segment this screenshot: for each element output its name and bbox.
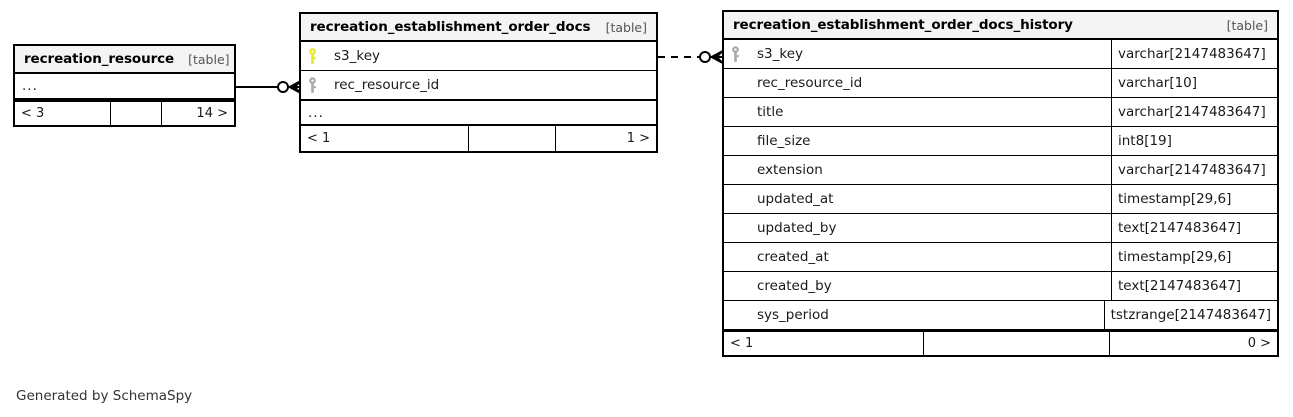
- column-type: timestamp[29,6]: [1111, 243, 1277, 271]
- column-name: updated_by: [757, 220, 837, 236]
- column-name: file_size: [757, 133, 811, 149]
- footer-children-count: 0 >: [1247, 336, 1271, 351]
- column-cell: created_at: [724, 243, 1111, 271]
- table-recreation-establishment-order-docs-history[interactable]: recreation_establishment_order_docs_hist…: [722, 10, 1279, 357]
- table-row[interactable]: updated_by text[2147483647]: [724, 214, 1277, 243]
- table-row[interactable]: updated_at timestamp[29,6]: [724, 185, 1277, 214]
- table-recreation-resource[interactable]: recreation_resource [table] ... < 3 14 >: [13, 44, 236, 127]
- table-type-tag: [table]: [605, 19, 647, 35]
- hidden-columns-ellipsis: ...: [301, 100, 656, 126]
- column-type: varchar[2147483647]: [1111, 156, 1277, 184]
- table-type-tag: [table]: [188, 51, 230, 67]
- column-name: rec_resource_id: [757, 75, 863, 91]
- table-row[interactable]: file_size int8[19]: [724, 127, 1277, 156]
- column-cell: s3_key: [724, 40, 1111, 68]
- key-icon-foreign: [308, 76, 334, 94]
- column-cell: updated_by: [724, 214, 1111, 242]
- footer-children-count: 14 >: [196, 106, 228, 121]
- key-icon-foreign: [731, 45, 757, 63]
- column-name: created_at: [757, 249, 829, 265]
- column-type: varchar[10]: [1111, 69, 1277, 97]
- column-type: int8[19]: [1111, 127, 1277, 155]
- column-name: s3_key: [334, 48, 381, 64]
- table-row[interactable]: rec_resource_id: [301, 71, 656, 100]
- column-name: rec_resource_id: [334, 77, 440, 93]
- table-row[interactable]: rec_resource_id varchar[10]: [724, 69, 1277, 98]
- column-name: created_by: [757, 278, 832, 294]
- column-type: tstzrange[2147483647]: [1103, 301, 1277, 329]
- column-cell: sys_period: [724, 301, 1104, 329]
- column-name: s3_key: [757, 46, 804, 62]
- relationship-order-docs-to-history: [658, 49, 724, 65]
- column-cell: updated_at: [724, 185, 1111, 213]
- footer-parents-count: < 3: [21, 106, 45, 121]
- column-name: title: [757, 104, 784, 120]
- footer-middle: [468, 126, 556, 151]
- hidden-columns-ellipsis: ...: [15, 74, 234, 100]
- column-name: sys_period: [757, 307, 829, 323]
- relationship-recreation-resource-to-order-docs: [230, 79, 302, 95]
- footer-middle: [923, 332, 1110, 355]
- footer-parents-count: < 1: [730, 336, 754, 351]
- table-name: recreation_resource: [24, 51, 175, 67]
- column-cell: rec_resource_id: [301, 71, 656, 99]
- column-type: text[2147483647]: [1111, 272, 1277, 300]
- key-icon-primary: [308, 47, 334, 65]
- table-row[interactable]: s3_key: [301, 42, 656, 71]
- column-name: updated_at: [757, 191, 834, 207]
- column-cell: title: [724, 98, 1111, 126]
- footer-middle: [110, 102, 162, 125]
- table-row[interactable]: extension varchar[2147483647]: [724, 156, 1277, 185]
- table-row[interactable]: created_by text[2147483647]: [724, 272, 1277, 301]
- table-footer: < 3 14 >: [15, 100, 234, 125]
- column-cell: rec_resource_id: [724, 69, 1111, 97]
- column-cell: s3_key: [301, 42, 656, 70]
- footer-parents-count: < 1: [307, 131, 331, 146]
- column-type: varchar[2147483647]: [1111, 40, 1277, 68]
- column-cell: file_size: [724, 127, 1111, 155]
- table-row[interactable]: created_at timestamp[29,6]: [724, 243, 1277, 272]
- column-type: timestamp[29,6]: [1111, 185, 1277, 213]
- table-type-tag: [table]: [1226, 17, 1268, 33]
- generated-by-note: Generated by SchemaSpy: [16, 388, 193, 404]
- column-cell: created_by: [724, 272, 1111, 300]
- table-name: recreation_establishment_order_docs: [310, 19, 591, 35]
- table-row[interactable]: s3_key varchar[2147483647]: [724, 40, 1277, 69]
- table-name: recreation_establishment_order_docs_hist…: [733, 17, 1073, 33]
- table-header: recreation_establishment_order_docs [tab…: [301, 14, 656, 42]
- column-type: text[2147483647]: [1111, 214, 1277, 242]
- column-type: varchar[2147483647]: [1111, 98, 1277, 126]
- table-footer: < 1 1 >: [301, 126, 656, 151]
- table-recreation-establishment-order-docs[interactable]: recreation_establishment_order_docs [tab…: [299, 12, 658, 153]
- column-cell: extension: [724, 156, 1111, 184]
- table-footer: < 1 0 >: [724, 330, 1277, 355]
- table-row[interactable]: title varchar[2147483647]: [724, 98, 1277, 127]
- table-header: recreation_resource [table]: [15, 46, 234, 74]
- table-header: recreation_establishment_order_docs_hist…: [724, 12, 1277, 40]
- column-name: extension: [757, 162, 823, 178]
- footer-children-count: 1 >: [626, 131, 650, 146]
- table-row[interactable]: sys_period tstzrange[2147483647]: [724, 301, 1277, 330]
